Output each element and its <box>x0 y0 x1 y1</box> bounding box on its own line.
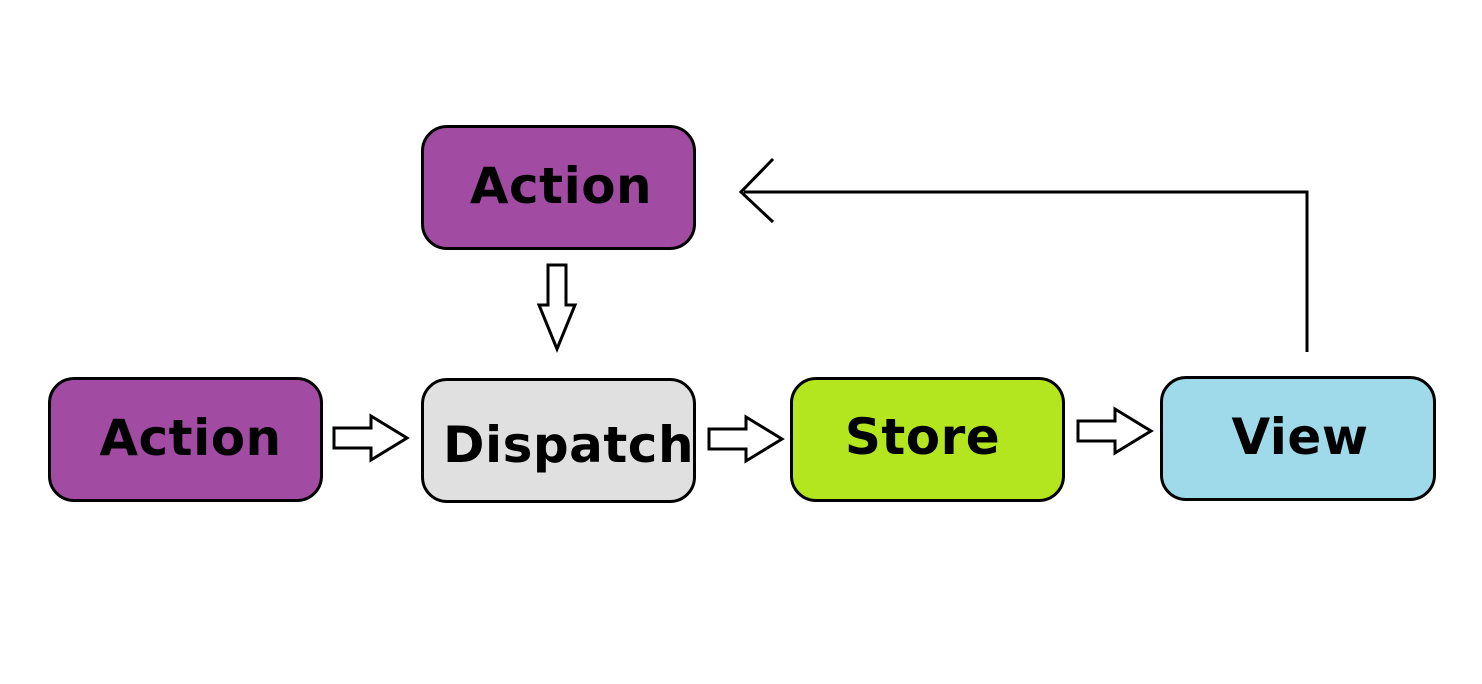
dispatch-node-label: Dispatch <box>442 415 695 474</box>
feedback-arrowhead <box>738 157 775 224</box>
action-node-left: Action <box>48 377 323 502</box>
dispatch-node: Dispatch <box>421 378 696 503</box>
arrow-store-to-view <box>1076 406 1154 456</box>
arrow-dispatch-to-store <box>707 414 785 464</box>
store-node-label: Store <box>844 407 1001 466</box>
store-node: Store <box>790 377 1065 502</box>
view-node-label: View <box>1231 407 1369 466</box>
action-node-left-label: Action <box>99 408 282 467</box>
feedback-line-view-to-action <box>744 190 1309 352</box>
view-node: View <box>1160 376 1436 501</box>
action-node-top: Action <box>421 125 696 250</box>
arrow-action-top-to-dispatch <box>536 263 578 353</box>
arrow-action-left-to-dispatch <box>332 413 410 463</box>
action-node-top-label: Action <box>469 156 653 215</box>
